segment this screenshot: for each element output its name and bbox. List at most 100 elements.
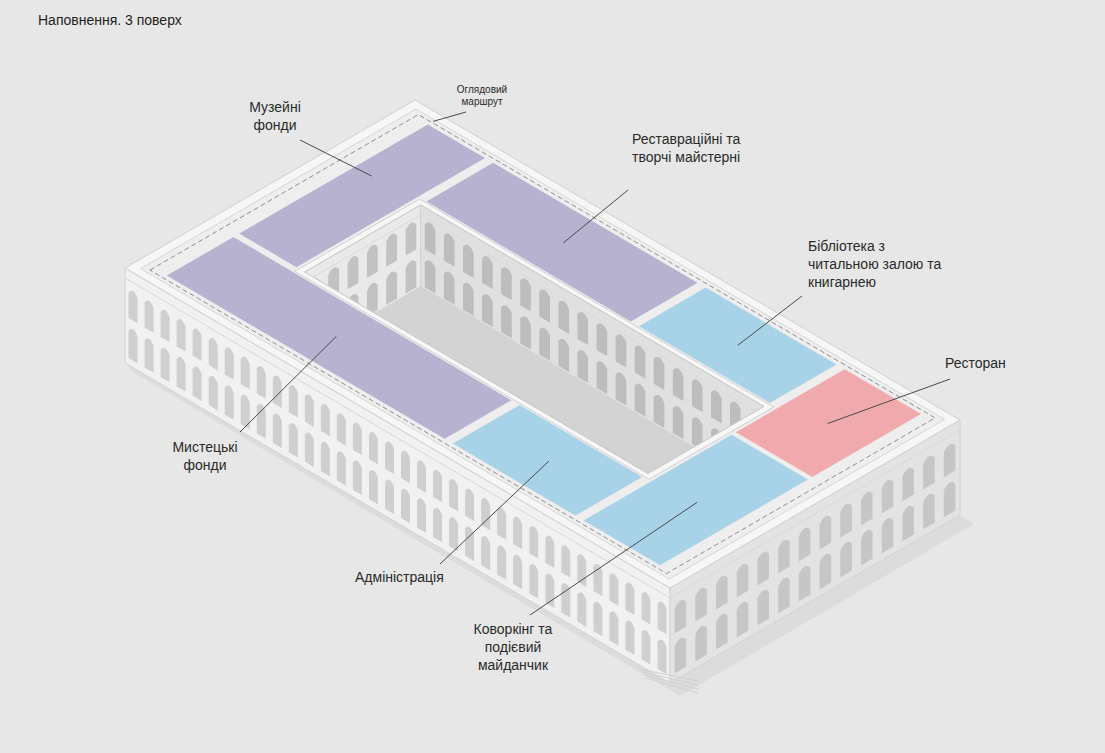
arch-opening	[545, 536, 554, 568]
arch-opening	[465, 488, 474, 521]
arch-opening	[520, 278, 531, 311]
arch-opening	[673, 406, 684, 439]
arch-opening	[730, 402, 741, 435]
stair-step	[646, 678, 698, 693]
cornice-line	[305, 215, 421, 282]
arch-opening	[529, 526, 538, 558]
arch-opening	[386, 234, 397, 267]
arch-opening	[654, 357, 665, 390]
leader-line	[530, 502, 697, 615]
arch-opening	[193, 328, 202, 361]
arch-opening	[658, 601, 667, 633]
arch-opening	[577, 350, 588, 383]
arch-opening	[482, 294, 493, 327]
arch-opening	[625, 583, 634, 616]
arch-opening	[289, 385, 298, 418]
leader-line	[563, 190, 628, 243]
arch-opening	[257, 404, 266, 438]
arch-opening	[193, 366, 202, 401]
leader-line	[440, 461, 549, 564]
arch-opening	[545, 574, 554, 608]
arch-opening	[177, 357, 186, 392]
arch-opening	[654, 395, 665, 428]
arch-opening	[425, 222, 436, 255]
arch-opening	[558, 339, 569, 372]
leader-line	[738, 296, 802, 345]
arch-opening	[209, 376, 218, 411]
arch-opening	[425, 260, 436, 293]
arch-opening	[289, 423, 298, 458]
arch-opening	[417, 498, 426, 533]
arch-opening	[695, 626, 707, 662]
arch-opening	[401, 489, 410, 523]
arch-opening	[401, 451, 410, 483]
arch-opening	[309, 278, 320, 311]
arch-opening	[328, 305, 339, 338]
arch-opening	[778, 540, 790, 574]
arch-opening	[520, 316, 531, 349]
arch-opening	[501, 305, 512, 338]
arch-opening	[513, 555, 522, 589]
arch-opening	[882, 480, 894, 514]
arch-opening	[273, 414, 282, 448]
arch-opening	[539, 290, 550, 323]
arch-opening	[597, 361, 608, 394]
arch-opening	[840, 504, 852, 538]
arch-opening	[449, 517, 458, 552]
arch-opening	[820, 554, 832, 590]
arch-opening	[348, 294, 359, 327]
arch-opening	[635, 384, 646, 417]
arch-opening	[529, 564, 538, 598]
arch-opening	[944, 444, 956, 478]
arch-opening	[757, 552, 769, 586]
arch-opening	[482, 256, 493, 289]
arch-opening	[799, 528, 811, 562]
arch-opening	[609, 573, 618, 606]
arch-opening	[539, 328, 550, 361]
arch-opening	[737, 602, 749, 638]
arch-opening	[369, 470, 378, 505]
arch-opening	[840, 542, 852, 578]
arch-opening	[692, 379, 703, 412]
arch-opening	[902, 468, 914, 502]
arch-opening	[145, 300, 154, 333]
arch-opening	[225, 347, 234, 380]
callout-label: Адміністрація	[355, 568, 444, 586]
arch-opening	[501, 267, 512, 300]
arch-opening	[465, 526, 474, 561]
arch-opening	[923, 456, 935, 490]
page-title: Наповнення. 3 поверх	[38, 11, 182, 29]
arch-opening	[558, 301, 569, 334]
roof-parapet	[125, 100, 960, 588]
leader-line	[300, 140, 372, 176]
arch-opening	[433, 508, 442, 543]
arch-opening	[616, 372, 627, 405]
arch-opening	[129, 291, 138, 323]
arch-opening	[757, 590, 769, 626]
callout-label: Музейні фонди	[240, 98, 310, 134]
arch-opening	[449, 479, 458, 512]
arch-opening	[129, 329, 138, 363]
arch-opening	[799, 566, 811, 602]
arch-opening	[711, 428, 722, 461]
arch-opening	[561, 545, 570, 578]
callout-label: Реставраційні та творчі майстерні	[632, 130, 742, 166]
arch-opening	[737, 564, 749, 598]
arch-opening	[444, 272, 455, 305]
arch-opening	[463, 245, 474, 278]
arch-opening	[406, 260, 417, 293]
arch-opening	[944, 482, 956, 518]
arch-opening	[695, 588, 707, 622]
arch-opening	[716, 576, 728, 610]
arch-opening	[241, 357, 250, 389]
arch-opening	[730, 440, 741, 473]
callout-label: Коворкінг та подієвий майданчик	[458, 620, 568, 675]
arch-opening	[675, 638, 687, 674]
stair-step	[642, 672, 698, 685]
arch-opening	[321, 442, 330, 477]
arch-opening	[481, 536, 490, 571]
arch-opening	[161, 310, 170, 343]
arch-opening	[305, 394, 314, 427]
cornice-line	[421, 215, 764, 417]
